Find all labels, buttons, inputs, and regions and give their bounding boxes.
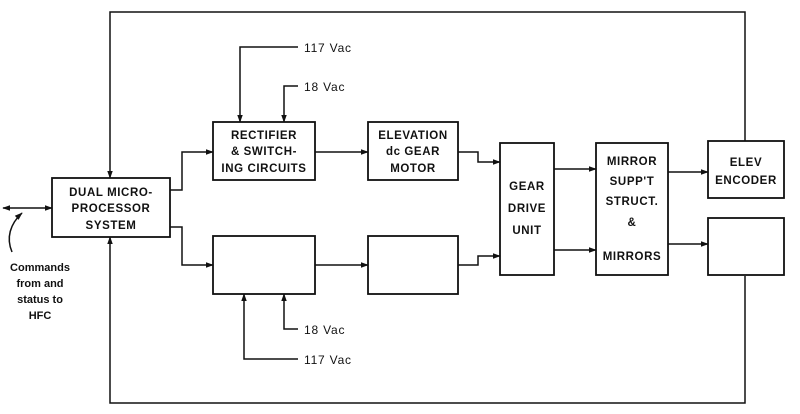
mirror-line-5: MIRRORS (603, 251, 662, 263)
dual-micro-line-3: SYSTEM (86, 220, 137, 232)
commands-note-line-1: Commands (10, 262, 70, 274)
mirror-line-3: STRUCT. (606, 196, 659, 208)
lower-motor-block (367, 235, 459, 295)
elevation-line-3: MOTOR (390, 163, 436, 175)
dual-microprocessor-block: DUAL MICRO- PROCESSOR SYSTEM (51, 177, 171, 238)
motor-to-gear-line (458, 151, 501, 165)
upper-18vac-label: 18 Vac (304, 80, 345, 94)
commands-note-line-4: HFC (29, 310, 52, 322)
elevation-line-1: ELEVATION (378, 130, 448, 142)
commands-note-line-3: status to (17, 294, 63, 306)
elev-encoder-block: ELEV ENCODER (707, 140, 785, 199)
elevation-line-2: dc GEAR (386, 146, 440, 158)
outer-feedback-line-top (107, 11, 746, 179)
encoder-line-1: ELEV (730, 157, 762, 169)
lower-18vac-feed-line (281, 293, 298, 330)
encoder-line-2: ENCODER (715, 175, 777, 187)
gear-drive-line-3: UNIT (512, 225, 541, 237)
commands-pointer-arrow (8, 212, 23, 253)
mirror-line-2: SUPP'T (610, 176, 655, 188)
gear-drive-unit-block: GEAR DRIVE UNIT (499, 142, 555, 276)
mirror-support-block: MIRROR SUPP'T STRUCT. & MIRRORS (595, 142, 669, 276)
lower-117vac-feed-line (241, 293, 298, 360)
gear-drive-line-1: GEAR (509, 181, 545, 193)
dual-micro-line-1: DUAL MICRO- (69, 187, 153, 199)
commands-note-line-2: from and (16, 278, 63, 290)
lower-encoder-block (707, 217, 785, 276)
upper-117vac-feed-line (237, 46, 298, 123)
commands-note: Commands from and status to HFC (10, 262, 70, 322)
lower-117vac-label: 117 Vac (304, 353, 352, 367)
lower-18vac-label: 18 Vac (304, 323, 345, 337)
rectifier-line-1: RECTIFIER (231, 130, 297, 142)
elevation-motor-block: ELEVATION dc GEAR MOTOR (367, 121, 459, 181)
rectifier-line-3: ING CIRCUITS (221, 163, 306, 175)
gear-drive-line-2: DRIVE (508, 203, 546, 215)
mirror-line-1: MIRROR (607, 156, 657, 168)
micro-to-rectifier-line (170, 149, 214, 191)
lower-switching-block (212, 235, 316, 295)
rectifier-switching-block: RECTIFIER & SWITCH- ING CIRCUITS (212, 121, 316, 181)
dual-micro-line-2: PROCESSOR (72, 203, 151, 215)
micro-to-lower-switching-line (170, 226, 214, 268)
upper-117vac-label: 117 Vac (304, 41, 352, 55)
mirror-line-4: & (628, 217, 637, 229)
rectifier-line-2: & SWITCH- (231, 146, 297, 158)
upper-18vac-feed-line (281, 85, 298, 123)
outer-feedback-line-bottom (107, 236, 746, 404)
lower-motor-to-gear-line (458, 253, 501, 266)
